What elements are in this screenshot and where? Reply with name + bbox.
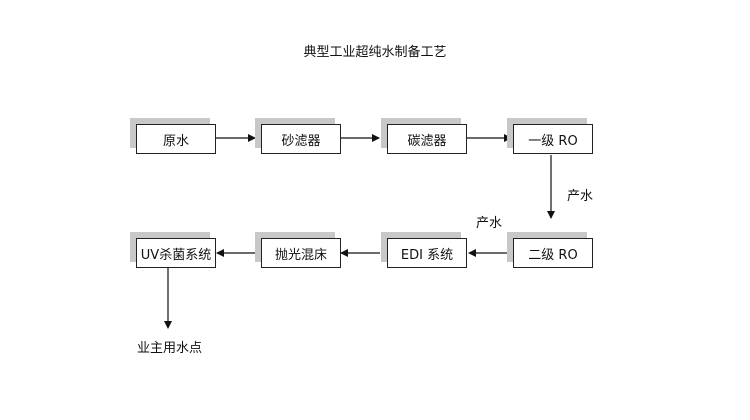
node-raw-water: 原水 — [130, 118, 216, 154]
node-sand-filter: 砂滤器 — [255, 118, 341, 154]
node-uv-sterilization: UV杀菌系统 — [130, 232, 216, 268]
node-ro-stage-2: 二级 RO — [507, 232, 593, 268]
label-point-of-use: 业主用水点 — [137, 341, 203, 356]
diagram-title: 典型工业超纯水制备工艺 — [303, 45, 447, 60]
node-ro-stage-1: 一级 RO — [507, 118, 593, 154]
node-edi-system: EDI 系统 — [381, 232, 467, 268]
label-product-water-ro1: 产水 — [567, 189, 594, 204]
node-carbon-filter: 碳滤器 — [381, 118, 467, 154]
node-polishing-mixed-bed: 抛光混床 — [255, 232, 341, 268]
label-product-water-ro2: 产水 — [476, 216, 503, 231]
